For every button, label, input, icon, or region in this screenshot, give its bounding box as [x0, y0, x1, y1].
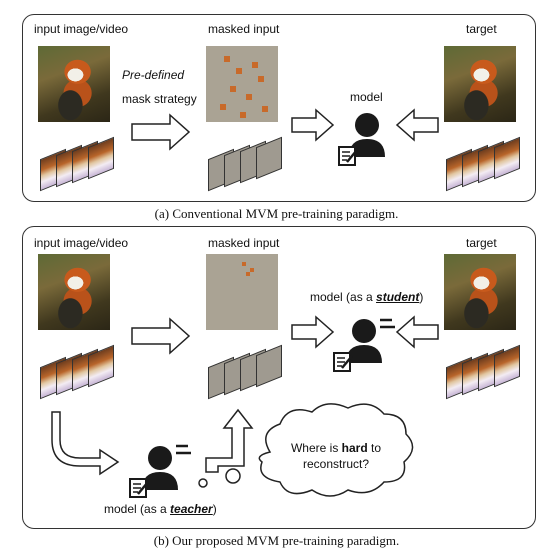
visible-patch — [224, 56, 230, 62]
visible-patch — [240, 112, 246, 118]
student-word: student — [376, 290, 420, 304]
notepad-pen-icon — [337, 145, 359, 167]
student-label: model (as a student) — [310, 290, 424, 304]
input-image-b — [38, 254, 110, 330]
visible-patch — [236, 68, 242, 74]
target-label-a: target — [466, 22, 497, 36]
arrow-right-icon — [291, 108, 335, 142]
arrow-left-icon — [395, 315, 439, 349]
hard-word: hard — [341, 441, 368, 455]
input-image-a — [38, 46, 110, 122]
arrow-left-icon — [395, 108, 439, 142]
thought-cloud-icon — [258, 403, 414, 497]
input-label-b: input image/video — [34, 236, 129, 250]
notepad-pen-icon — [128, 477, 150, 499]
model-label-a: model — [350, 90, 383, 104]
thought-text: Where is hard to reconstruct? — [290, 441, 382, 471]
arrow-right-icon — [131, 113, 191, 151]
visible-patch — [246, 94, 252, 100]
arrow-down-right-icon — [51, 411, 120, 476]
arrow-right-icon — [131, 317, 191, 355]
visible-patch — [252, 62, 258, 68]
masked-label-b: masked input — [208, 236, 280, 250]
visible-patch — [220, 104, 226, 110]
strategy-line2: mask strategy — [122, 92, 197, 106]
input-label-a: input image/video — [34, 22, 129, 36]
target-image-a — [444, 46, 516, 122]
masked-label-a: masked input — [208, 22, 280, 36]
masked-image-a — [206, 46, 278, 122]
visible-patch — [258, 76, 264, 82]
strategy-line1: Pre-defined — [122, 68, 185, 82]
visible-patch — [230, 86, 236, 92]
target-image-b — [444, 254, 516, 330]
teacher-label: model (as a teacher) — [104, 502, 217, 516]
arrow-right-icon — [291, 315, 335, 349]
arrow-up-icon — [205, 408, 254, 473]
masked-image-b — [206, 254, 278, 330]
visible-patch — [262, 106, 268, 112]
caption-a: (a) Conventional MVM pre-training paradi… — [154, 206, 399, 221]
notepad-pen-icon — [332, 351, 354, 373]
caption-b: (b) Our proposed MVM pre-training paradi… — [153, 533, 400, 548]
target-label-b: target — [466, 236, 497, 250]
teacher-word: teacher — [170, 502, 213, 516]
